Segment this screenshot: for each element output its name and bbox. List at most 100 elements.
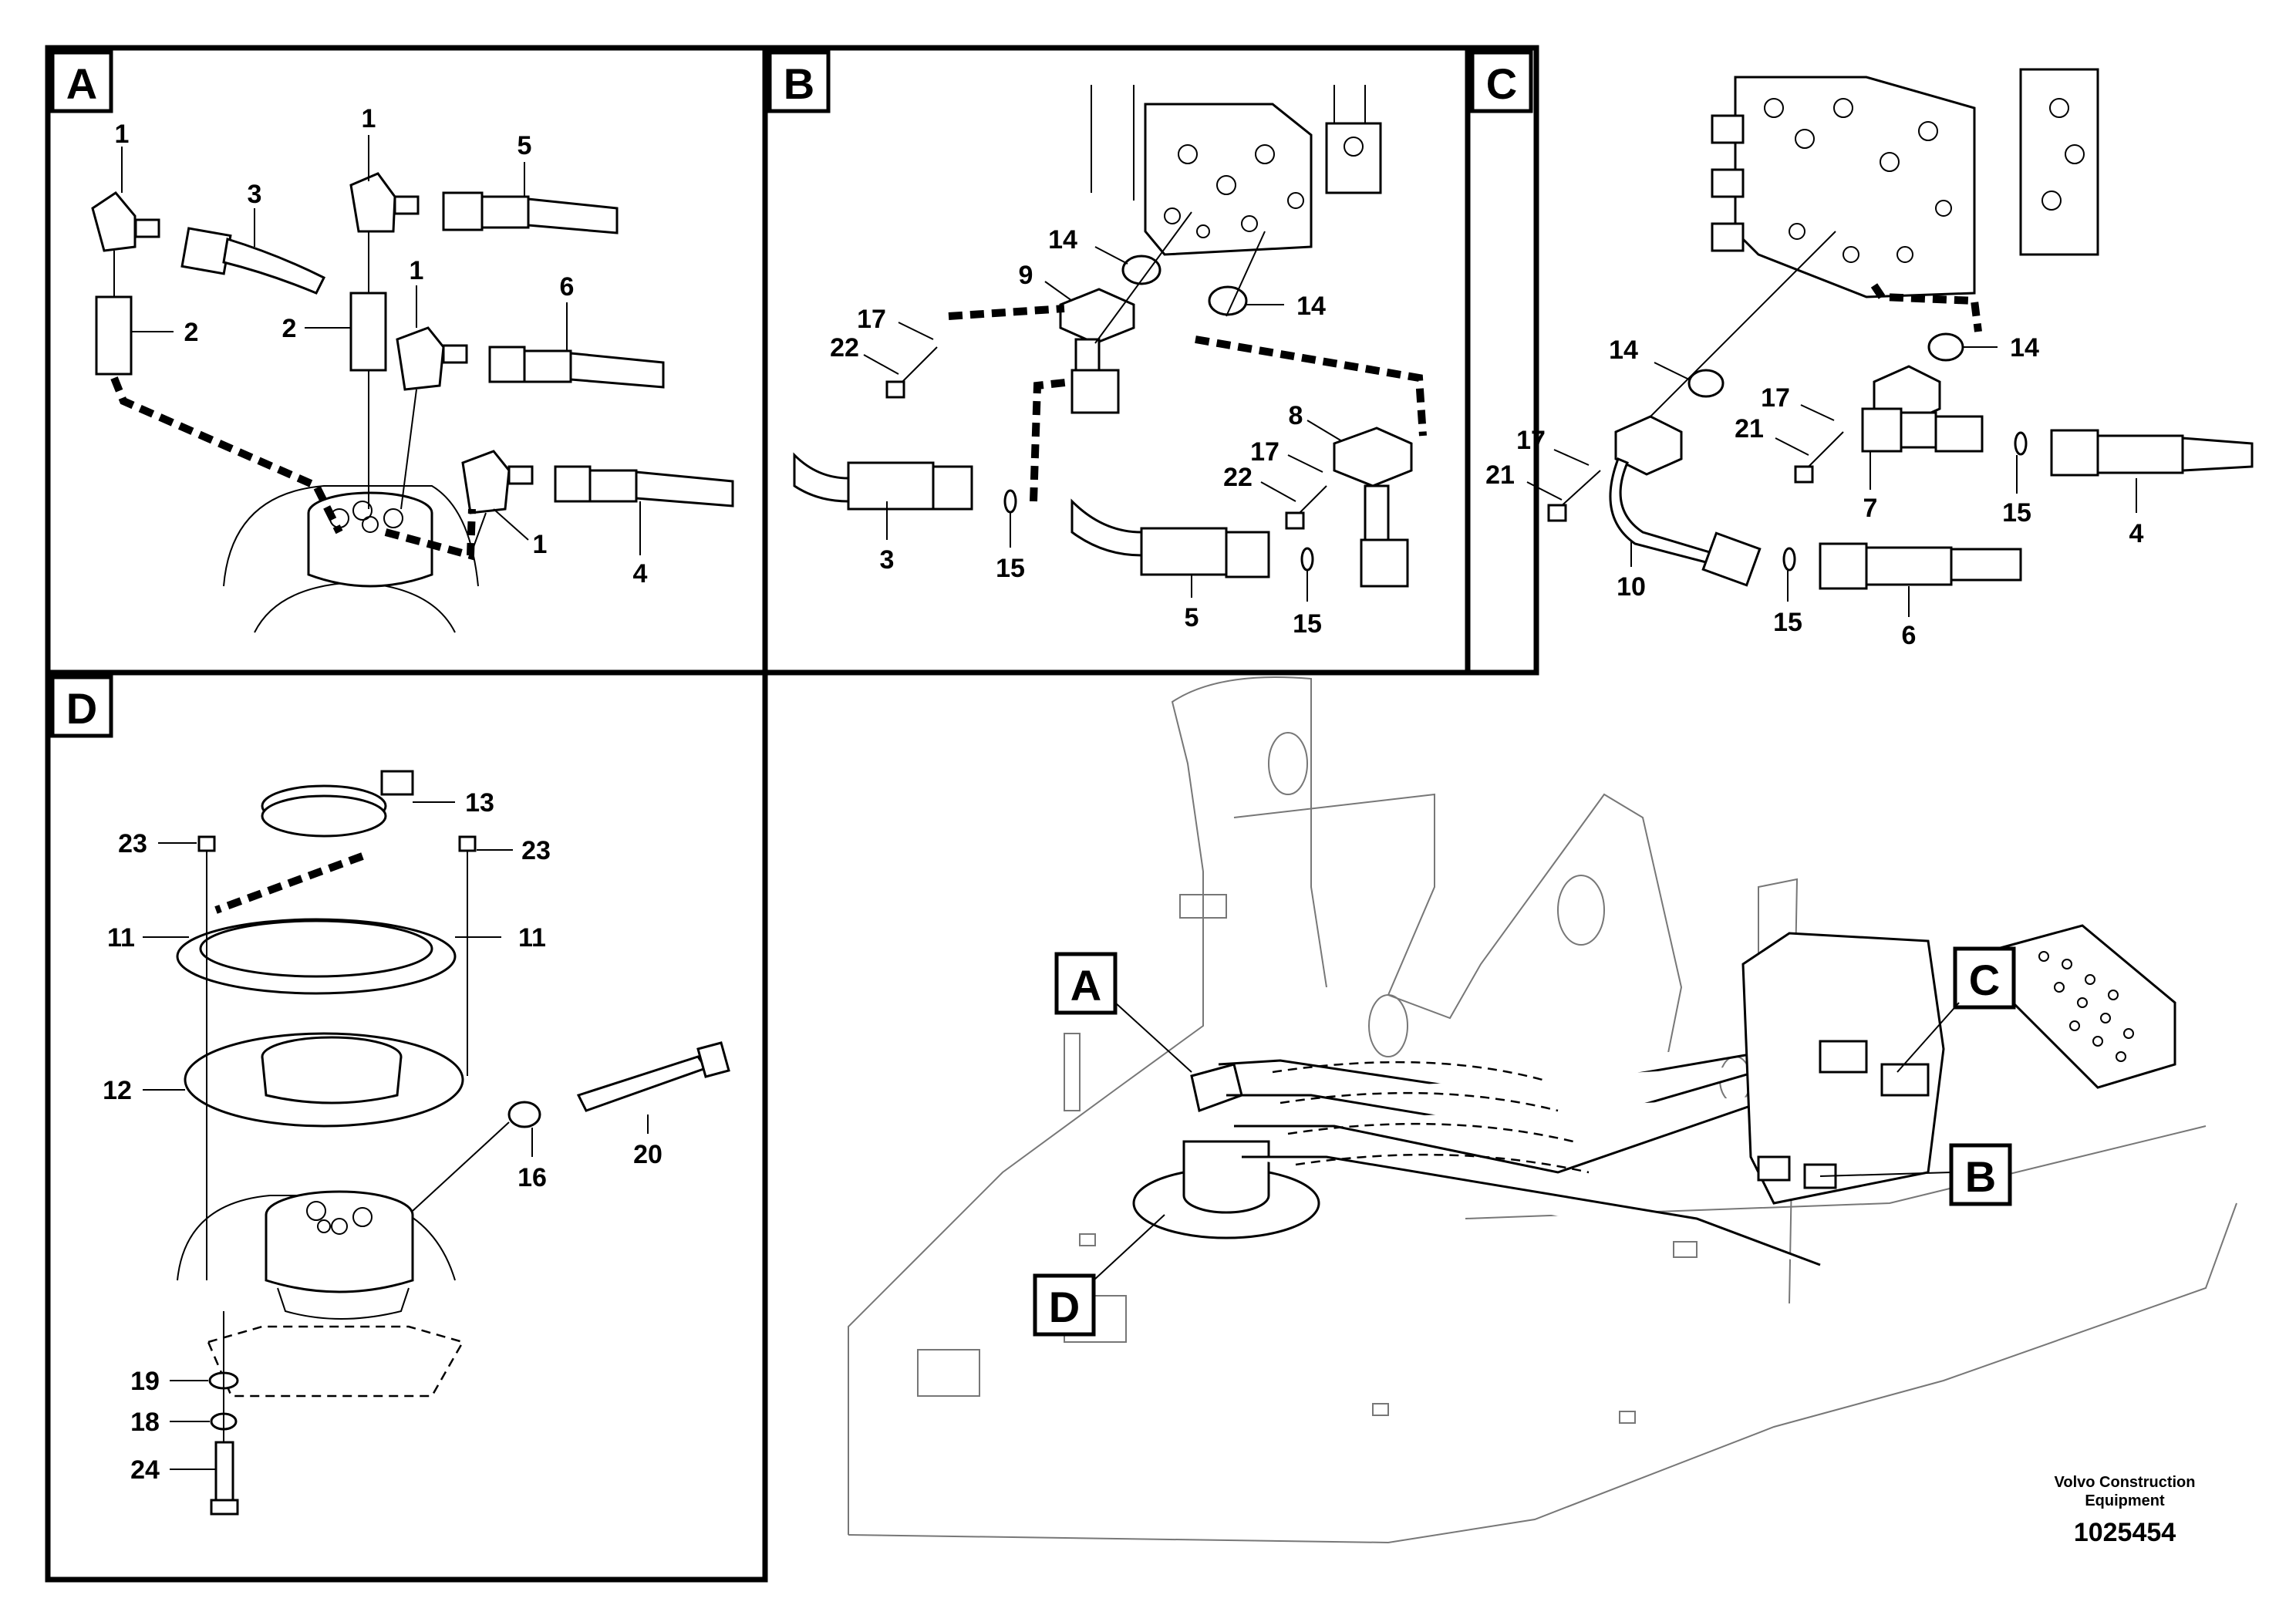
part-label: 17	[1761, 383, 1790, 413]
o-ring-14	[1927, 332, 1964, 362]
o-ring-14	[1121, 255, 1161, 285]
part-label: 4	[2129, 519, 2144, 548]
part-label: 14	[1296, 292, 1326, 321]
control-valve-overview	[1741, 932, 1945, 1205]
overview-drawing: A C B D	[848, 676, 2237, 1544]
part-label: 1	[115, 120, 130, 149]
svg-text:B: B	[1965, 1152, 1996, 1201]
part-label: 17	[857, 305, 886, 334]
plate-11	[176, 918, 457, 995]
elbow-fitting	[91, 191, 160, 252]
part-label: 15	[1293, 609, 1322, 639]
part-label: 23	[521, 836, 551, 865]
part-label: 15	[996, 554, 1025, 583]
panel-d-drawing	[176, 770, 730, 1516]
callout-c: C	[1896, 946, 2016, 1073]
part-label: 11	[518, 923, 546, 953]
tube-10	[1609, 457, 1796, 587]
svg-text:D: D	[66, 684, 97, 733]
part-label: 19	[130, 1367, 160, 1396]
panel-tag-c: C	[1470, 50, 1533, 113]
part-label: 15	[2002, 498, 2031, 528]
bolt-22	[1285, 485, 1327, 530]
part-label: 2	[282, 314, 297, 343]
bolt-24	[210, 1441, 239, 1516]
bolt-21	[1547, 470, 1601, 522]
swivel-assembly	[177, 1190, 464, 1398]
part-label: 11	[107, 923, 135, 953]
part-label: 18	[130, 1408, 160, 1437]
svg-text:A: A	[1070, 961, 1101, 1010]
part-label: 5	[1185, 603, 1199, 632]
elbow-fitting	[396, 326, 468, 391]
swivel-overview	[1132, 1063, 1320, 1239]
part-label: 20	[633, 1140, 663, 1169]
plate-12	[184, 1032, 464, 1128]
part-label: 8	[1289, 401, 1303, 430]
part-label: 16	[518, 1163, 547, 1192]
part-label: 12	[103, 1076, 132, 1105]
part-label: 6	[560, 272, 575, 302]
part-label: 17	[1250, 437, 1279, 467]
bolt-22	[885, 346, 938, 399]
svg-text:B: B	[784, 59, 814, 108]
svg-text:A: A	[66, 59, 97, 108]
part-label: 14	[1048, 225, 1077, 255]
hose	[180, 227, 326, 295]
adapter-2b	[349, 292, 387, 372]
part-label: 5	[518, 131, 532, 160]
brand-name: Volvo Construction	[2055, 1474, 2196, 1491]
elbow-fitting	[349, 172, 420, 233]
part-label: 14	[2010, 333, 2039, 363]
bolt-21	[1794, 431, 1844, 484]
part-label: 1	[533, 530, 548, 559]
hose-3	[793, 452, 1017, 514]
nut-16	[507, 1101, 541, 1128]
bolt-23	[458, 835, 477, 875]
panel-c-drawing	[1547, 68, 2254, 590]
part-label: 6	[1902, 621, 1917, 650]
part-label: 13	[465, 788, 494, 818]
panel-frames	[45, 45, 1539, 1583]
svg-text:C: C	[1969, 956, 2000, 1004]
part-label: 22	[830, 333, 859, 363]
callout-d: D	[1033, 1214, 1165, 1337]
labels-panel-c: 14 14 17 21 17 21 7 15 4 10 15 6	[1485, 333, 2143, 650]
part-label: 2	[184, 318, 199, 347]
panel-tag-b: B	[767, 50, 831, 113]
part-label: 10	[1617, 572, 1646, 602]
control-valve-block	[1144, 103, 1313, 256]
brand-name-line2: Equipment	[2085, 1492, 2165, 1509]
part-label: 23	[118, 829, 147, 858]
part-label: 24	[130, 1455, 160, 1485]
part-label: 7	[1863, 494, 1878, 523]
footer: Volvo Construction Equipment 1025454	[2055, 1474, 2196, 1547]
panel-a-drawing	[91, 172, 734, 633]
control-valve-block	[1711, 76, 1976, 298]
panel-b-drawing	[793, 85, 1427, 588]
document-number: 1025454	[2074, 1518, 2176, 1547]
part-label: 15	[1773, 608, 1802, 637]
part-label: 1	[410, 256, 424, 285]
part-label: 4	[633, 559, 648, 588]
part-label: 3	[248, 180, 262, 209]
part-label: 22	[1223, 463, 1253, 492]
part-label: 17	[1516, 426, 1546, 455]
valve-side-block	[2019, 68, 2099, 256]
part-label: 1	[362, 104, 376, 133]
panel-tag-d: D	[50, 675, 113, 738]
elbow-fitting	[461, 450, 534, 514]
part-label: 3	[880, 545, 895, 575]
perforated-plate	[1996, 924, 2176, 1089]
svg-text:C: C	[1486, 59, 1517, 108]
adapter-2a	[95, 295, 133, 376]
labels-panel-b: 14 9 14 17 22 8 17 22 3 15 5 15	[830, 225, 1343, 639]
part-label: 9	[1019, 261, 1033, 290]
part-label: 14	[1609, 336, 1638, 365]
o-ring-14	[1208, 285, 1248, 316]
callout-b: B	[1819, 1143, 2012, 1206]
labels-panel-a: 1 3 1 5 2 2 1 6 1 4	[115, 104, 648, 588]
panel-tag-a: A	[50, 50, 113, 113]
hose-clamp-13	[261, 770, 414, 838]
